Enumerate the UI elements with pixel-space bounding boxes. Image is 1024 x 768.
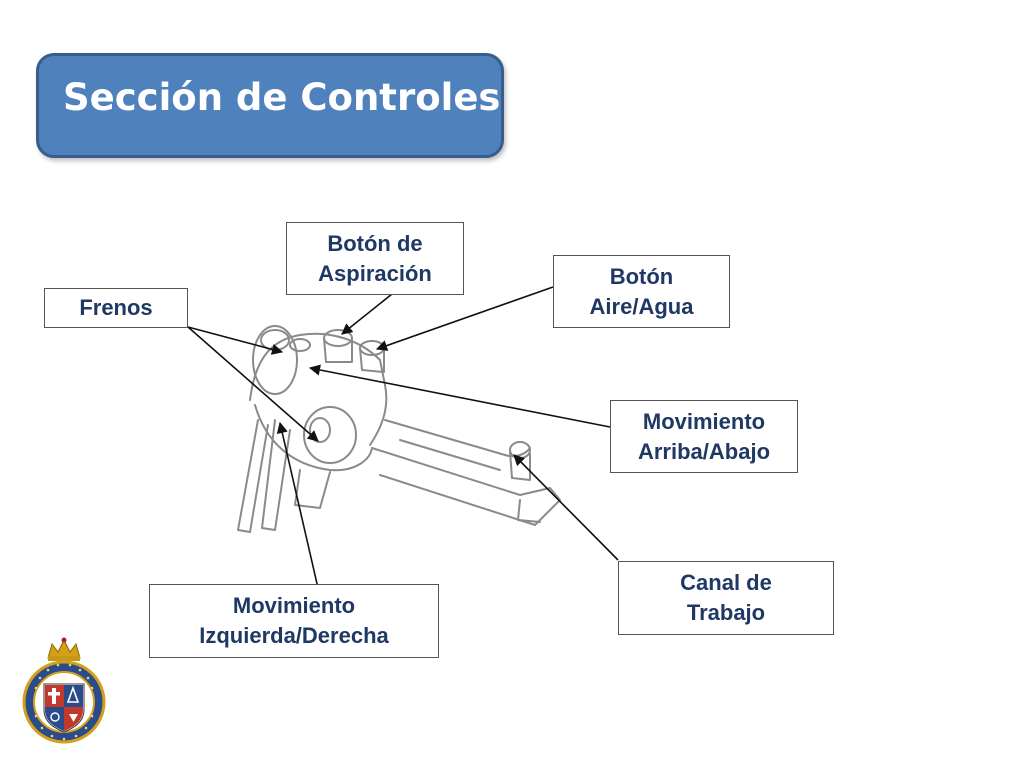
- label-boton-aire-agua: Botón Aire/Agua: [553, 255, 730, 328]
- page-title: Sección de Controles: [63, 76, 501, 119]
- label-movimiento-izquierda-derecha: Movimiento Izquierda/Derecha: [149, 584, 439, 658]
- arrow-aire-agua: [375, 286, 554, 351]
- label-boton-aspiracion: Botón de Aspiración: [286, 222, 464, 295]
- label-frenos: Frenos: [44, 288, 188, 328]
- endoscope-drawing: [237, 325, 561, 533]
- callout-arrows: [187, 286, 619, 589]
- label-movimiento-arriba-abajo: Movimiento Arriba/Abajo: [610, 400, 798, 473]
- arrow-frenos-2: [187, 326, 319, 442]
- arrow-izq-der: [276, 421, 319, 589]
- label-canal-de-trabajo: Canal de Trabajo: [618, 561, 834, 635]
- arrow-arriba-abajo: [308, 364, 611, 428]
- arrow-frenos-1: [187, 326, 284, 355]
- arrow-aspiracion: [341, 293, 393, 335]
- title-box: Sección de Controles: [36, 53, 504, 158]
- arrow-canal: [513, 454, 619, 561]
- university-crest-icon: [22, 637, 106, 744]
